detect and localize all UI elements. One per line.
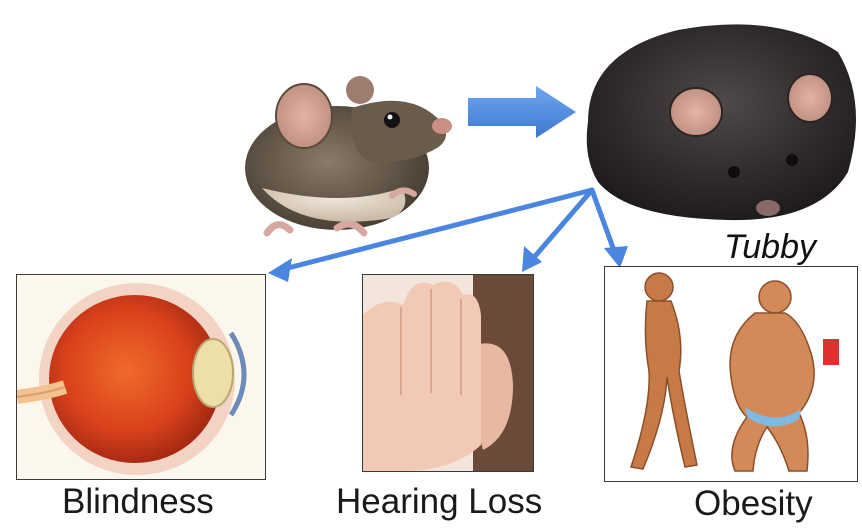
eye-anatomy-icon xyxy=(17,275,265,479)
arrow-to-eye xyxy=(280,190,592,270)
body-panel xyxy=(604,266,858,482)
caption-obesity: Obesity xyxy=(694,484,813,524)
eye-panel xyxy=(16,274,266,480)
hand-to-ear-icon xyxy=(363,275,533,471)
obesity-figures-icon xyxy=(605,267,857,481)
arrow-to-ear xyxy=(530,190,592,262)
caption-blindness: Blindness xyxy=(62,482,214,522)
caption-hearing-loss: Hearing Loss xyxy=(336,482,542,522)
ear-panel xyxy=(362,274,534,472)
arrow-to-body xyxy=(592,190,616,256)
